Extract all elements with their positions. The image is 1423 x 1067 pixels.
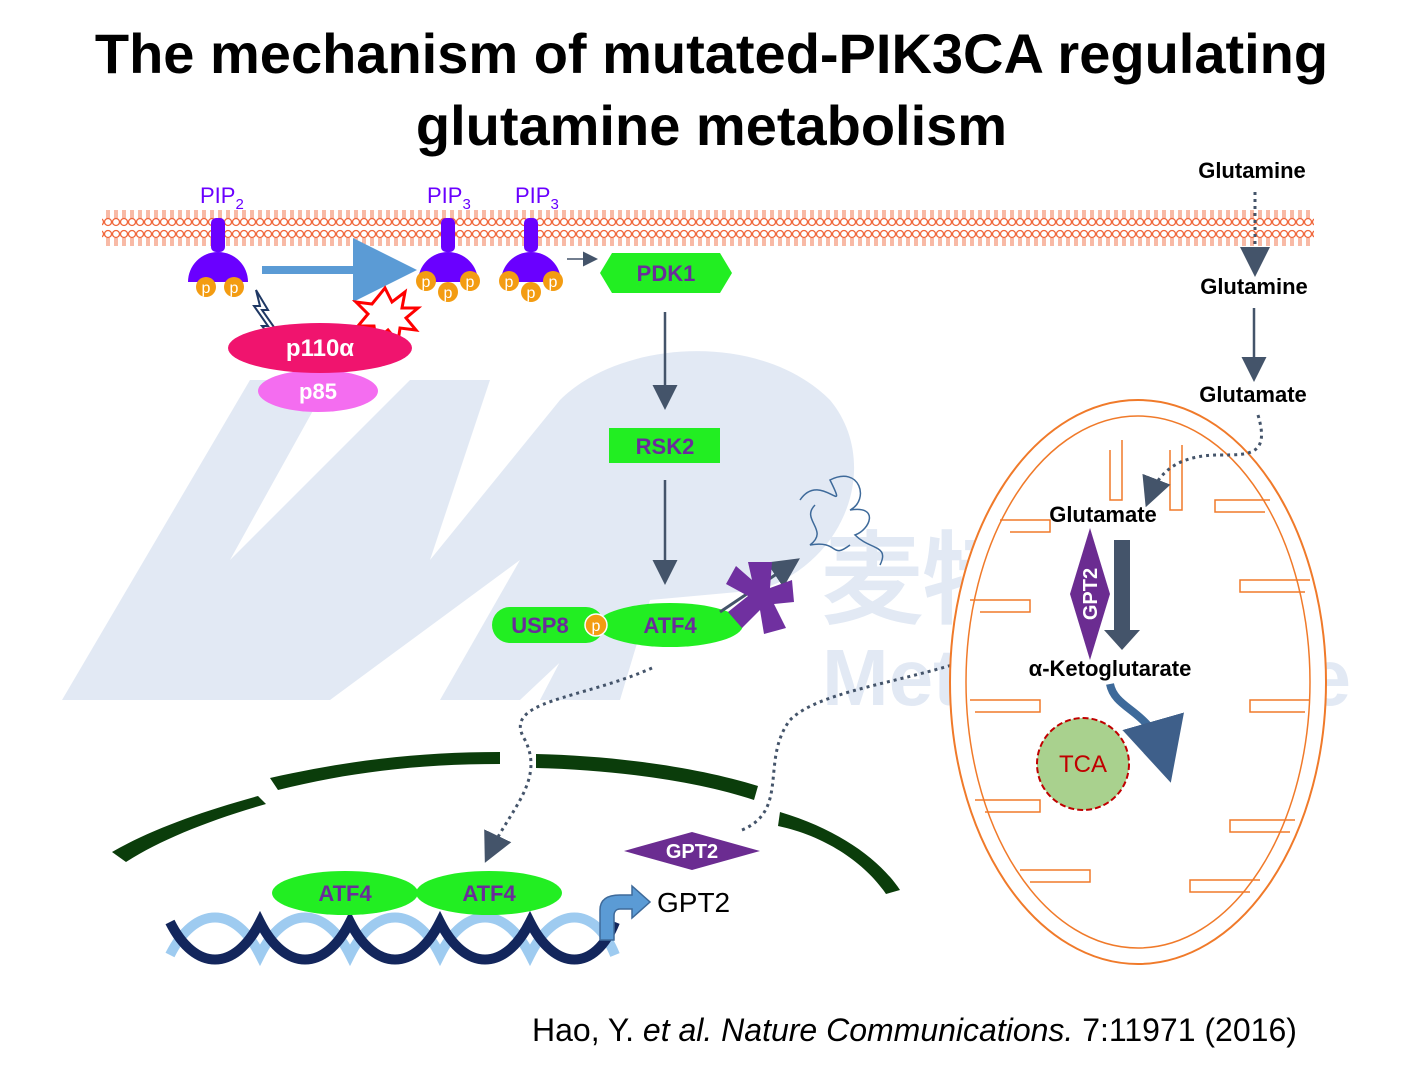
atf4-dna-bound-1 <box>272 871 418 915</box>
atf4-nuclear-translocation-arrow <box>484 666 653 863</box>
dna-helix <box>165 910 620 967</box>
pip3-molecule-2: p p p <box>499 218 563 302</box>
svg-text:p: p <box>549 274 558 291</box>
blocked-cross-icon <box>726 562 794 634</box>
pip3-molecule-1: p p p <box>416 218 480 302</box>
akg-label: α-Ketoglutarate <box>1029 656 1192 681</box>
usp8-label: USP8 <box>511 613 568 638</box>
p110a-protein <box>228 323 412 373</box>
pip3-label-2: PIP3 <box>515 183 559 213</box>
svg-text:p: p <box>527 285 536 302</box>
pdk1-label: PDK1 <box>637 261 696 286</box>
svg-text:p: p <box>444 285 453 302</box>
glutamine-intracellular-label: Glutamine <box>1200 274 1308 299</box>
p85-label: p85 <box>299 379 337 404</box>
rsk2-label: RSK2 <box>636 434 695 459</box>
atf4-dna-bound-2 <box>416 871 562 915</box>
svg-text:p: p <box>230 280 239 297</box>
tca-label: TCA <box>1059 751 1107 778</box>
degraded-peptide-squiggle <box>799 475 884 566</box>
gpt2-mito-enzyme <box>1070 528 1110 660</box>
gpt2-mito-import-arrow <box>741 614 1055 832</box>
citation-journal: et al. Nature Communications. <box>642 1012 1074 1048</box>
atf4-dna-bound-1-label: ATF4 <box>318 881 372 906</box>
svg-text:p: p <box>466 274 475 291</box>
svg-text:p: p <box>422 274 431 291</box>
atf4-dna-bound-2-label: ATF4 <box>462 881 516 906</box>
gpt2-protein <box>624 832 760 870</box>
citation: Hao, Y. et al. Nature Communications. 7:… <box>532 1012 1297 1049</box>
page-title: The mechanism of mutated-PIK3CA regulati… <box>0 18 1423 162</box>
atf4-protein <box>597 603 743 647</box>
akg-to-tca-arrow <box>1106 682 1184 783</box>
p85-protein <box>258 370 378 412</box>
svg-text:p: p <box>202 280 211 297</box>
cell-membrane <box>102 208 1314 246</box>
rsk2-protein <box>609 428 720 463</box>
glutamate-to-akg-arrow <box>1104 540 1140 650</box>
pdk1-protein <box>600 253 732 293</box>
gpt2-protein-label: GPT2 <box>666 841 718 863</box>
atf4-label: ATF4 <box>643 613 697 638</box>
pip3-label-1: PIP3 <box>427 183 471 213</box>
title-line-2: glutamine metabolism <box>415 94 1008 157</box>
p110a-label: p110α <box>286 335 354 362</box>
title-line-1: The mechanism of mutated-PIK3CA regulati… <box>94 22 1329 85</box>
tca-cycle <box>1036 717 1130 811</box>
glutamate-mito-import-arrow <box>1142 414 1264 508</box>
usp8-protein <box>492 607 604 643</box>
atf4-phospho-badge <box>584 613 608 637</box>
gpt2-mito-label: GPT2 <box>1080 568 1102 620</box>
nucleus-envelope <box>112 752 900 894</box>
citation-ref: 7:11971 (2016) <box>1073 1012 1297 1048</box>
glutamate-mito-label: Glutamate <box>1049 502 1157 527</box>
pip2-label: PIP2 <box>200 183 244 213</box>
watermark-logo-shape <box>62 351 855 700</box>
svg-text:p: p <box>505 274 514 291</box>
mitochondrion <box>949 399 1327 965</box>
glutamine-extracellular-label: Glutamine <box>1198 158 1306 183</box>
svg-text:p: p <box>592 618 601 635</box>
gpt2-gene-label: GPT2 <box>657 887 730 918</box>
pip2-molecule: p p <box>188 218 248 297</box>
citation-authors: Hao, Y. <box>532 1012 643 1048</box>
glutamate-cytosol-label: Glutamate <box>1199 382 1307 407</box>
transcription-arrow-icon <box>599 884 652 941</box>
